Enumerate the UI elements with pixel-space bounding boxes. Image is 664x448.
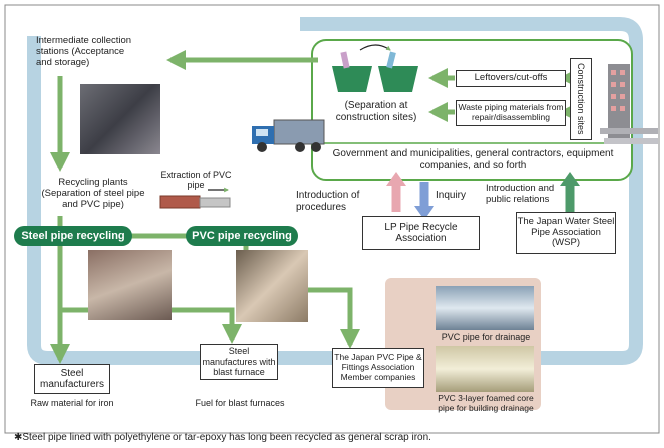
raw-material-label: Raw material for iron bbox=[30, 398, 114, 408]
intro-public-label: Introduction and public relations bbox=[486, 183, 555, 205]
pvc-association-box: The Japan PVC Pipe & Fittings Associatio… bbox=[332, 348, 424, 388]
pvc-3layer-label: PVC 3-layer foamed core pipe for buildin… bbox=[438, 393, 534, 413]
scrap-pile-photo bbox=[80, 84, 160, 154]
government-label: Government and municipalities, general c… bbox=[332, 148, 614, 171]
construction-sites-box: Construction sites bbox=[570, 58, 592, 140]
separation-label: (Separation at construction sites) bbox=[335, 100, 417, 123]
extraction-label: Extraction of PVC pipe bbox=[160, 170, 232, 191]
dumpster-icon bbox=[332, 44, 418, 92]
steel-pipe-photo bbox=[88, 250, 172, 320]
intro-procedures-label: Introduction of procedures bbox=[296, 190, 360, 213]
blast-furnace-box: Steel manufactures with blast furnace bbox=[200, 344, 278, 380]
leftovers-box: Leftovers/cut-offs bbox=[456, 70, 566, 87]
steel-manufacturers-box: Steel manufacturers bbox=[34, 364, 110, 394]
recycling-plants-label: Recycling plants (Separation of steel pi… bbox=[41, 177, 145, 210]
pvc-drainage-label: PVC pipe for drainage bbox=[441, 332, 531, 342]
recycling-loop bbox=[27, 17, 643, 365]
truck-icon bbox=[252, 119, 325, 152]
pvc-pipe-recycling-button: PVC pipe recycling bbox=[186, 226, 298, 246]
building-icon bbox=[600, 64, 658, 144]
waste-piping-box: Waste piping materials from repair/disas… bbox=[456, 100, 566, 126]
wsp-box: The Japan Water Steel Pipe Association (… bbox=[516, 212, 616, 254]
collection-stations-label: Intermediate collection stations (Accept… bbox=[36, 35, 132, 68]
pvc-chips-photo bbox=[236, 250, 308, 322]
inquiry-label: Inquiry bbox=[436, 190, 467, 201]
construction-sites-label: Construction sites bbox=[576, 63, 587, 135]
footnote: ✱Steel pipe lined with polyethylene or t… bbox=[14, 432, 431, 443]
extracted-pipe-icon bbox=[159, 187, 231, 209]
fuel-label: Fuel for blast furnaces bbox=[195, 398, 285, 408]
pvc-3layer-pipe-photo bbox=[436, 346, 534, 392]
steel-pipe-recycling-button: Steel pipe recycling bbox=[14, 226, 132, 246]
pvc-drain-pipe-photo bbox=[436, 286, 534, 330]
lp-association-box: LP Pipe Recycle Association bbox=[362, 216, 480, 250]
